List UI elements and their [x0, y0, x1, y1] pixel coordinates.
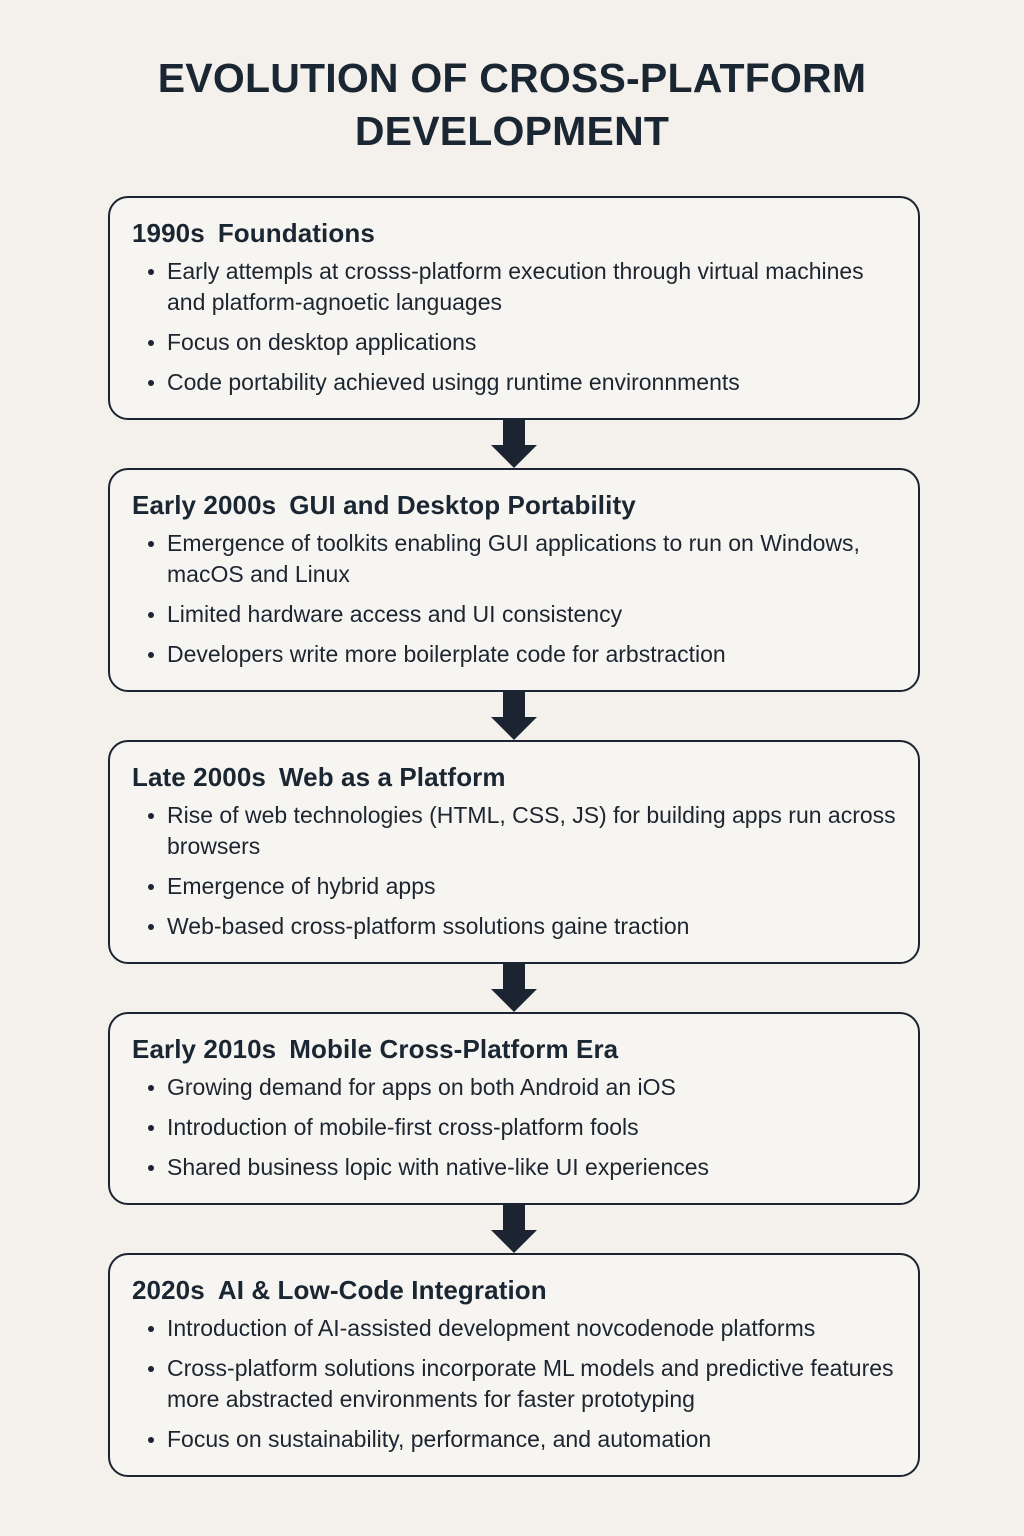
stage-heading: 2020s AI & Low-Code Integration [132, 1273, 896, 1307]
stage-era-label: Early 2000s [132, 490, 277, 520]
connector-4-to-5 [108, 1205, 920, 1253]
list-item: Web-based cross-platform ssolutions gain… [132, 911, 896, 942]
stage-era-label: Early 2010s [132, 1034, 277, 1064]
arrow-shaft [503, 1205, 525, 1232]
list-item: Code portability achieved usingg runtime… [132, 367, 896, 398]
stage-card-late-2000s: Late 2000s Web as a Platform Rise of web … [108, 740, 920, 964]
stage-bullet-list: Emergence of toolkits enabling GUI appli… [132, 528, 896, 670]
stage-title-label: GUI and Desktop Portability [289, 490, 636, 520]
stage-title-label: Foundations [217, 218, 375, 248]
list-item: Introduction of AI-assisted development … [132, 1313, 896, 1344]
connector-2-to-3 [108, 692, 920, 740]
stage-card-early-2010s: Early 2010s Mobile Cross-Platform Era Gro… [108, 1012, 920, 1205]
list-item: Growing demand for apps on both Android … [132, 1072, 896, 1103]
stage-bullet-list: Growing demand for apps on both Android … [132, 1072, 896, 1183]
stage-era-label: Late 2000s [132, 762, 266, 792]
timeline-flow: 1990s Foundations Early attempls at cross… [108, 196, 920, 1477]
list-item: Introduction of mobile-first cross-platf… [132, 1112, 896, 1143]
stage-heading: Early 2000s GUI and Desktop Portability [132, 488, 896, 522]
arrow-head [491, 717, 537, 740]
list-item: Rise of web technologies (HTML, CSS, JS)… [132, 800, 896, 862]
stage-card-1990s: 1990s Foundations Early attempls at cross… [108, 196, 920, 420]
stage-heading: Late 2000s Web as a Platform [132, 760, 896, 794]
stage-bullet-list: Rise of web technologies (HTML, CSS, JS)… [132, 800, 896, 942]
list-item: Shared business lopic with native-like U… [132, 1152, 896, 1183]
list-item: Cross-platform solutions incorporate ML … [132, 1353, 896, 1415]
arrow-shaft [503, 692, 525, 719]
down-arrow-icon [491, 964, 537, 1012]
stage-title-label: Web as a Platform [278, 762, 506, 792]
list-item: Early attempls at crosss-platform execut… [132, 256, 896, 318]
stage-heading: 1990s Foundations [132, 216, 896, 250]
stage-card-early-2000s: Early 2000s GUI and Desktop Portability E… [108, 468, 920, 692]
arrow-shaft [503, 420, 525, 447]
list-item: Focus on desktop applications [132, 327, 896, 358]
list-item: Limited hardware access and UI consisten… [132, 599, 896, 630]
list-item: Developers write more boilerplate code f… [132, 639, 896, 670]
down-arrow-icon [491, 692, 537, 740]
arrow-head [491, 989, 537, 1012]
page-title: EVOLUTION OF CROSS-PLATFORM DEVELOPMENT [157, 55, 867, 154]
list-item: Emergence of toolkits enabling GUI appli… [132, 528, 896, 590]
stage-bullet-list: Early attempls at crosss-platform execut… [132, 256, 896, 398]
connector-3-to-4 [108, 964, 920, 1012]
arrow-head [491, 445, 537, 468]
stage-card-2020s: 2020s AI & Low-Code Integration Introduct… [108, 1253, 920, 1477]
down-arrow-icon [491, 1205, 537, 1253]
arrow-head [491, 1230, 537, 1253]
stage-title-label: AI & Low-Code Integration [217, 1275, 547, 1305]
stage-era-label: 1990s [132, 218, 205, 248]
stage-bullet-list: Introduction of AI-assisted development … [132, 1313, 896, 1455]
stage-era-label: 2020s [132, 1275, 205, 1305]
stage-heading: Early 2010s Mobile Cross-Platform Era [132, 1032, 896, 1066]
connector-1-to-2 [108, 420, 920, 468]
list-item: Emergence of hybrid apps [132, 871, 896, 902]
stage-title-label: Mobile Cross-Platform Era [289, 1034, 619, 1064]
list-item: Focus on sustainability, performance, an… [132, 1424, 896, 1455]
down-arrow-icon [491, 420, 537, 468]
arrow-shaft [503, 964, 525, 991]
